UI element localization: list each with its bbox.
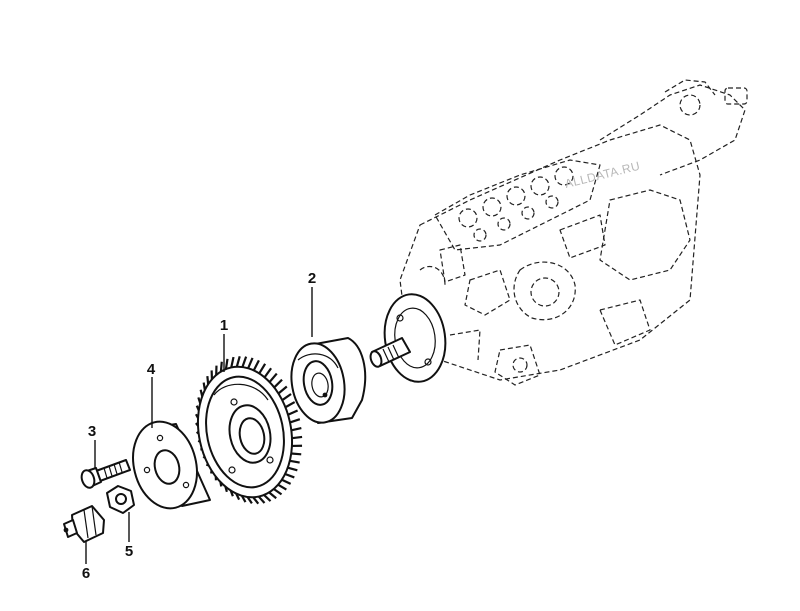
gear-tooth — [252, 359, 260, 371]
bolt-part — [80, 459, 131, 489]
callout-2: 2 — [308, 270, 316, 287]
callout-3: 3 — [88, 423, 96, 440]
gear-tooth — [284, 401, 296, 409]
gear-tooth — [291, 426, 302, 432]
watermark-text: ALLDATA.RU — [563, 159, 641, 191]
nut-part — [106, 485, 135, 514]
callout-1: 1 — [220, 317, 228, 334]
gear-tooth — [268, 372, 278, 383]
gear-tooth — [289, 418, 301, 424]
gear-tooth — [291, 435, 303, 440]
callout-labels: 1 2 3 4 5 6 — [82, 270, 316, 582]
pump-drive-shaft — [369, 337, 411, 368]
leader-lines — [85, 287, 313, 564]
gear-tooth — [230, 356, 235, 368]
pump-mounting-flange — [383, 293, 447, 383]
gear-tooth — [284, 472, 295, 479]
plate-part — [132, 420, 211, 510]
gear-tooth — [224, 358, 229, 370]
gear-tooth — [263, 367, 273, 378]
gear-tooth — [241, 356, 248, 368]
injection-pump-phantom — [399, 79, 748, 386]
gear-tooth — [291, 452, 302, 456]
gear-tooth — [281, 478, 292, 485]
gear-tooth — [277, 385, 288, 395]
gear-tooth — [277, 483, 287, 491]
gear-tooth — [289, 459, 300, 464]
delivery-valves — [458, 166, 574, 242]
gear-tooth — [273, 378, 283, 389]
gear-tooth — [263, 494, 272, 502]
hub-part — [290, 337, 367, 424]
gear-tooth — [219, 361, 223, 372]
gear-tooth — [287, 466, 298, 472]
callout-4: 4 — [147, 361, 156, 378]
gear-tooth — [257, 495, 266, 504]
gear-tooth — [268, 491, 277, 500]
gear-tooth — [235, 355, 241, 368]
gear-tooth — [287, 409, 299, 416]
gear-tooth — [252, 496, 260, 505]
callout-5: 5 — [125, 543, 133, 560]
sensor-plug-part — [63, 505, 105, 543]
gear-teeth — [194, 355, 303, 505]
callout-6: 6 — [82, 565, 90, 582]
gear-tooth — [258, 363, 267, 375]
gear-tooth — [273, 488, 283, 496]
gear-tooth — [247, 357, 254, 369]
gear-tooth — [281, 393, 292, 402]
gear-part — [194, 355, 303, 505]
